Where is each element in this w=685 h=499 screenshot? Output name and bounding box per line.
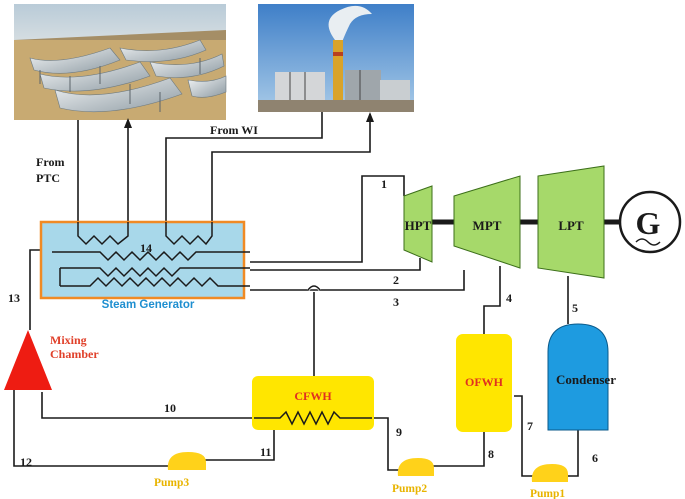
from-ptc-line2: PTC (36, 171, 60, 185)
ac-wave-icon (635, 238, 661, 246)
mpt-turbine: MPT (453, 175, 521, 269)
state-3: 3 (393, 295, 399, 309)
source-labels: From PTC From WI (36, 123, 258, 185)
state-5: 5 (572, 301, 578, 315)
mixing-chamber-line1: Mixing (50, 333, 87, 347)
ptc-field-photo (14, 4, 227, 120)
lpt-turbine: LPT (537, 165, 605, 279)
mixing-chamber: Mixing Chamber (4, 330, 99, 390)
pump1: Pump1 (530, 464, 568, 499)
state-9: 9 (396, 425, 402, 439)
state-numbers: 1 2 3 4 5 6 7 8 9 10 11 12 13 14 (8, 177, 598, 469)
state-8: 8 (488, 447, 494, 461)
power-plant-photo (258, 4, 414, 112)
mpt-label: MPT (473, 218, 502, 233)
state-2: 2 (393, 273, 399, 287)
state-13: 13 (8, 291, 20, 305)
ofwh: OFWH (456, 334, 512, 432)
ofwh-label: OFWH (465, 375, 504, 389)
state-7: 7 (527, 419, 533, 433)
state-1: 1 (381, 177, 387, 191)
state-10: 10 (164, 401, 176, 415)
state-12: 12 (20, 455, 32, 469)
condenser: Condenser (547, 323, 616, 431)
pump3: Pump3 (154, 452, 206, 489)
cfwh: CFWH (252, 376, 374, 430)
state-6: 6 (592, 451, 598, 465)
hpt-turbine: HPT (403, 185, 433, 263)
steam-generator: Steam Generator (39, 220, 250, 311)
state-4: 4 (506, 291, 512, 305)
lpt-label: LPT (558, 218, 584, 233)
state-11: 11 (260, 445, 271, 459)
state-14: 14 (140, 241, 152, 255)
generator-label: G (636, 205, 661, 241)
from-ptc-line1: From (36, 155, 64, 169)
pump3-label: Pump3 (154, 477, 189, 489)
steam-generator-label: Steam Generator (102, 299, 195, 311)
pump2-label: Pump2 (392, 483, 427, 495)
pump2: Pump2 (392, 458, 434, 495)
from-wi-label: From WI (210, 123, 258, 137)
pump1-label: Pump1 (530, 488, 565, 499)
mixing-chamber-line2: Chamber (50, 347, 99, 361)
piping (13, 112, 624, 477)
generator: G (618, 190, 682, 254)
cfwh-label: CFWH (294, 389, 332, 403)
hpt-label: HPT (405, 218, 432, 233)
condenser-label: Condenser (556, 372, 616, 387)
